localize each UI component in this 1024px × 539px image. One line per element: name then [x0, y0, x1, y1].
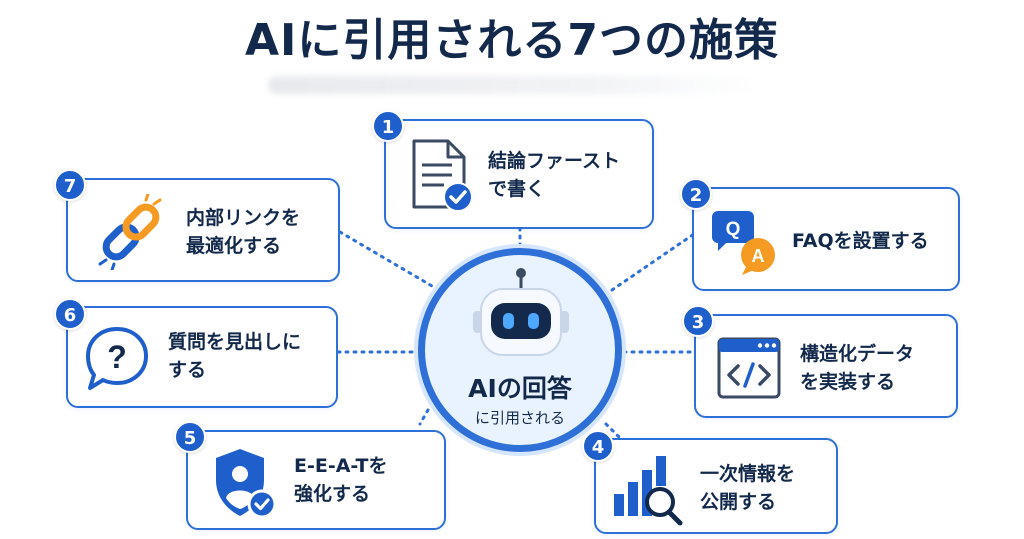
- card-label: 質問を見出しに する: [168, 331, 302, 381]
- card-label: E-E-A-Tを 強化する: [294, 455, 388, 505]
- card-label: 構造化データ を実装する: [800, 343, 915, 393]
- step-number-badge: 6: [54, 298, 86, 330]
- center-hub: AIの回答 に引用される: [418, 248, 622, 452]
- card-conclusion-first: 結論ファースト で書く: [384, 119, 654, 229]
- blurred-subtitle: [268, 76, 756, 94]
- step-number-badge: 1: [372, 110, 404, 142]
- bar-chart-search-icon: [610, 450, 690, 532]
- step-number-badge: 5: [174, 421, 206, 453]
- card-primary-info: 一次情報を 公開する: [594, 438, 838, 534]
- center-title: AIの回答: [468, 374, 572, 403]
- question-mark: ?: [107, 339, 127, 375]
- card-structured-data: 構造化データ を実装する: [694, 314, 958, 418]
- step-number-badge: 4: [582, 430, 614, 462]
- robot-icon: [469, 267, 573, 367]
- card-label: 結論ファースト で書く: [488, 150, 621, 200]
- question-bubble-icon: ?: [84, 324, 150, 398]
- step-number-badge: 7: [54, 169, 86, 201]
- center-subtitle: に引用される: [474, 409, 565, 427]
- qa-bubbles-icon: Q A: [708, 205, 780, 281]
- card-label: 内部リンクを 最適化する: [186, 207, 301, 257]
- card-internal-links: 内部リンクを 最適化する: [66, 178, 340, 282]
- card-faq: Q A FAQを設置する: [692, 187, 960, 291]
- q-letter: Q: [726, 219, 741, 240]
- card-label: 一次情報を 公開する: [700, 463, 796, 513]
- card-label: FAQを設置する: [792, 230, 929, 252]
- card-question-heading: ? 質問を見出しに する: [66, 306, 338, 408]
- code-window-icon: [716, 336, 782, 404]
- shield-user-icon: [212, 446, 278, 526]
- a-letter: A: [752, 246, 765, 266]
- chain-link-icon: [92, 192, 170, 274]
- page-title: AIに引用される7つの施策: [244, 15, 780, 66]
- step-number-badge: 2: [680, 178, 712, 210]
- step-number-badge: 3: [682, 305, 714, 337]
- card-eeat: E-E-A-Tを 強化する: [186, 430, 446, 530]
- document-check-icon: [408, 137, 474, 217]
